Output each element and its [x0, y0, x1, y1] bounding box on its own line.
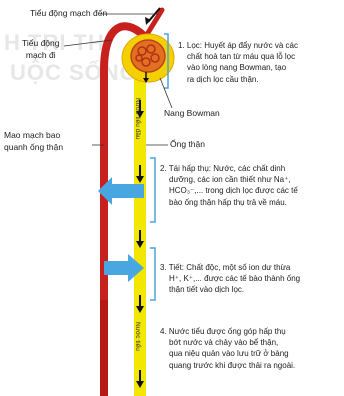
step-1-filtration: 1. Lọc: Huyết áp đẩy nước và các chất ho…	[178, 40, 298, 85]
capillary-label-line-1: Mao mạch bao	[4, 130, 63, 142]
step-3-line: thận tiết vào dịch lọc.	[160, 284, 300, 295]
bracket-step-3	[150, 248, 155, 300]
bracket-step-2	[150, 158, 155, 222]
step-4-line: qua niệu quản vào lưu trữ ở bàng	[160, 348, 295, 359]
step-3-line: 3. Tiết: Chất độc, một số ion dư thừa	[160, 262, 300, 273]
step-1-line: vào lòng nang Bowman, tạo	[178, 62, 298, 73]
step-3-line: H⁺, K⁺,... được các tế bào thành ống	[160, 273, 300, 284]
step-2-line: 2. Tái hấp thụ: Nước, các chất dinh	[160, 163, 298, 174]
efferent-arteriole-label: Tiểu động mạch đi	[22, 38, 60, 61]
step-4-line: 4. Nước tiểu được ống góp hấp thụ	[160, 326, 295, 337]
capillary-label: Mao mạch bao quanh ống thận	[4, 130, 63, 153]
step-4-excretion: 4. Nước tiểu được ống góp hấp thụ bớt nư…	[160, 326, 295, 371]
afferent-arteriole-label: Tiểu động mạch đến	[30, 8, 107, 20]
tubule-label: Ống thận	[170, 139, 205, 151]
step-1-line: 1. Lọc: Huyết áp đẩy nước và các	[178, 40, 298, 51]
efferent-label-line-2: mạch đi	[22, 50, 60, 62]
tube-label-top: Nước tiểu đầu	[134, 98, 143, 140]
tube-label-bottom: Nước tiểu	[134, 322, 142, 351]
step-1-line: ra dịch lọc cầu thận.	[178, 74, 298, 85]
step-4-line: quang trước khi được thải ra ngoài.	[160, 360, 295, 371]
step-2-line: dưỡng, các ion cần thiết như Na⁺,	[160, 174, 298, 185]
step-2-line: bào ống thận hấp thụ trả về máu.	[160, 197, 298, 208]
step-2-reabsorption: 2. Tái hấp thụ: Nước, các chất dinh dưỡn…	[160, 163, 298, 208]
leader-bowman	[160, 78, 172, 108]
efferent-label-line-1: Tiểu động	[22, 38, 60, 50]
capillary-label-line-2: quanh ống thận	[4, 142, 63, 154]
step-1-line: chất hoà tan từ máu qua lỗ lọc	[178, 51, 298, 62]
step-3-secretion: 3. Tiết: Chất độc, một số ion dư thừa H⁺…	[160, 262, 300, 296]
step-2-line: HCO₃⁻,... trong dịch lọc được các tế	[160, 185, 298, 196]
bowman-capsule-label: Nang Bowman	[164, 108, 220, 120]
step-4-line: bớt nước và chảy vào bể thận,	[160, 337, 295, 348]
